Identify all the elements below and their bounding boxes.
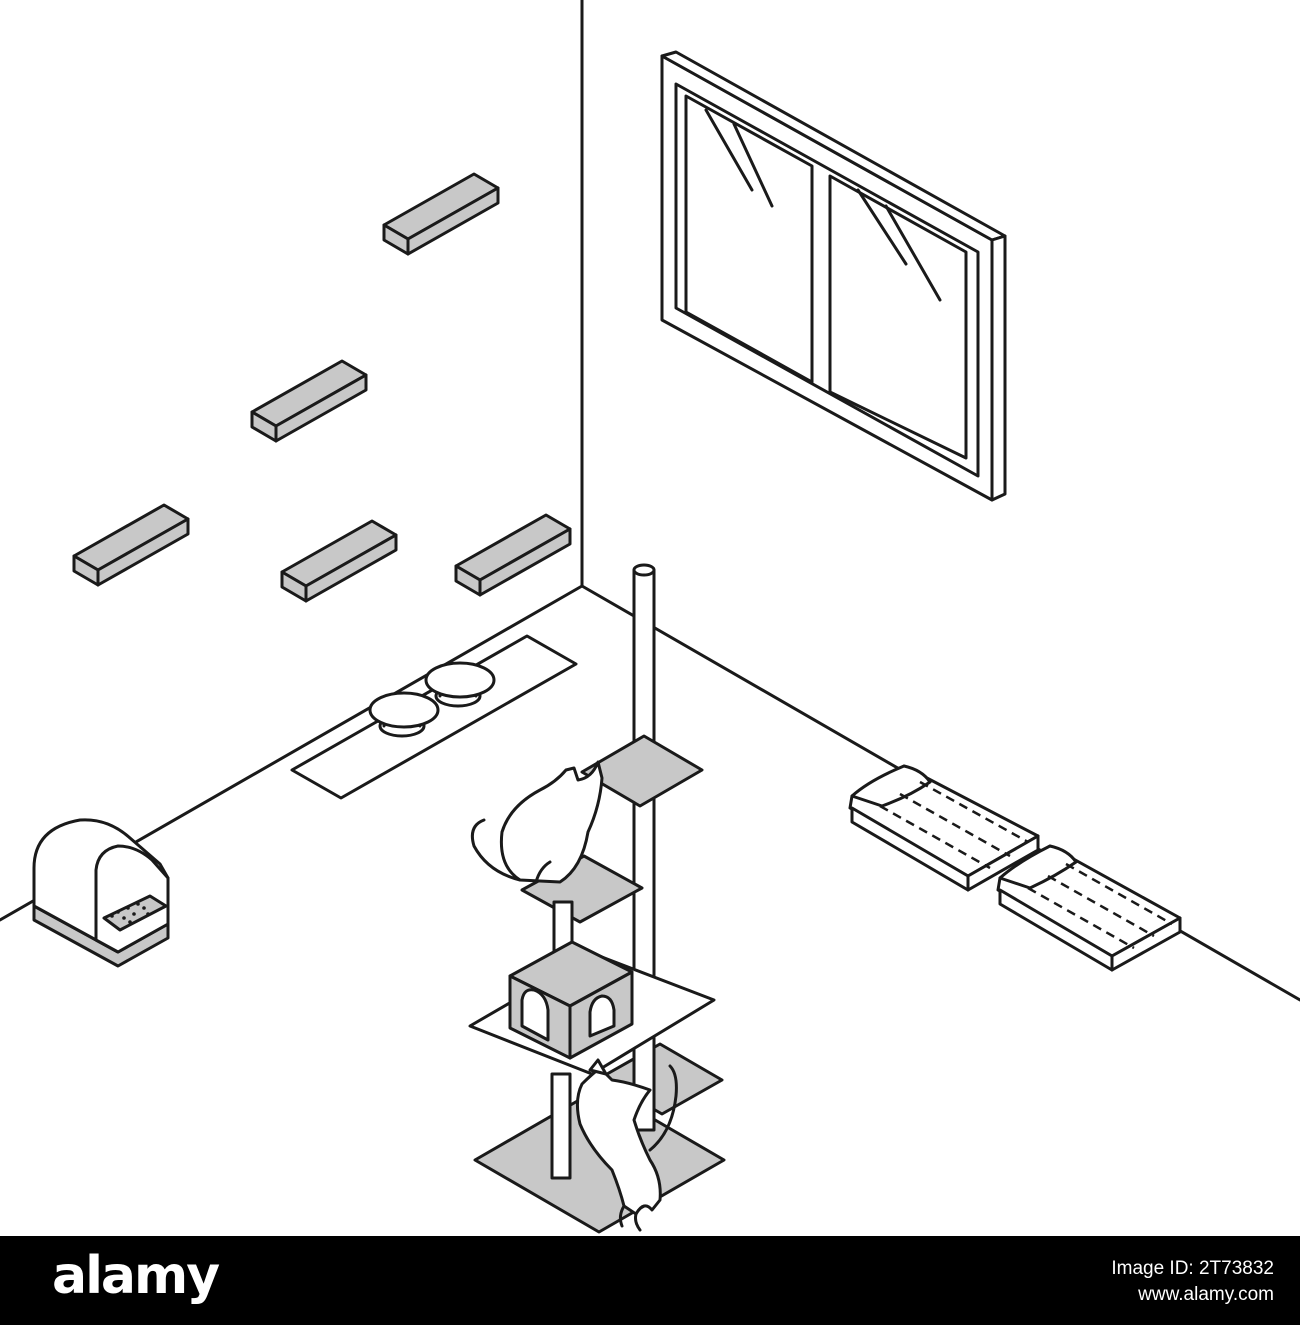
tower-cube-house	[508, 940, 634, 1060]
food-bowl	[368, 691, 440, 738]
sitting-cat	[470, 760, 604, 884]
wall-shelf	[454, 513, 572, 597]
wall-shelf	[72, 503, 190, 587]
feeding-mat	[290, 634, 578, 800]
cat-beds	[848, 764, 1182, 972]
cat-bed	[996, 844, 1182, 972]
alamy-logo: alamy	[52, 1246, 220, 1306]
stock-photo-footer: alamy Image ID: 2T73832 www.alamy.com	[0, 1236, 1300, 1325]
wall-shelf	[382, 172, 500, 256]
window	[660, 50, 1007, 502]
footer-meta: Image ID: 2T73832 www.alamy.com	[1111, 1256, 1274, 1308]
wall-shelf	[280, 519, 398, 603]
food-bowl	[424, 661, 496, 708]
isometric-cat-room-illustration	[0, 0, 1300, 1234]
image-id-text: Image ID: 2T73832	[1111, 1258, 1274, 1279]
covered-litter-box	[32, 818, 170, 968]
wall-shelves	[72, 172, 572, 603]
cat-bed	[848, 764, 1040, 892]
climbing-cat	[575, 1058, 678, 1232]
cat-tower	[468, 563, 726, 1234]
tower-top-platform	[580, 734, 704, 808]
site-url-text: www.alamy.com	[1138, 1284, 1274, 1305]
wall-shelf	[250, 359, 368, 443]
